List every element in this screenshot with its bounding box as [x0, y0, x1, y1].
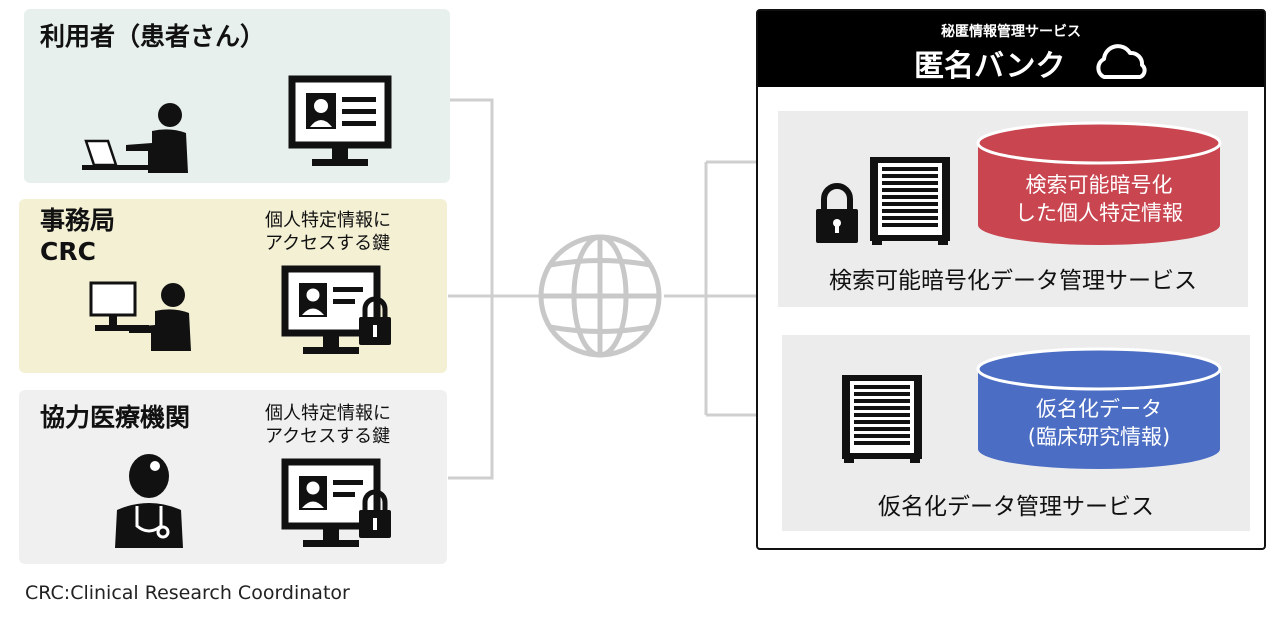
pseudo-service-label: 仮名化データ管理サービス [878, 494, 1154, 520]
monitor-profile-lock-icon [281, 265, 391, 354]
pseudo-db-line2: (臨床研究情報) [1027, 425, 1171, 449]
left-bracket-line [448, 98, 494, 480]
search-encryption-service-box: 検索可能暗号化 した個人特定情報 検索可能暗号化データ管理サービス [778, 111, 1248, 307]
pseudo-db-line1: 仮名化データ [1036, 397, 1162, 421]
database-cylinder-red [976, 121, 1222, 245]
hospital-key-line2: アクセスする鍵 [265, 426, 391, 447]
search-service-label: 検索可能暗号化データ管理サービス [829, 268, 1197, 294]
office-key-note: 個人特定情報に アクセスする鍵 [265, 209, 391, 255]
service-title: 匿名バンク [914, 49, 1066, 84]
office-panel-title: 事務局 CRC [40, 205, 115, 267]
service-header: 秘匿情報管理サービス 匿名バンク [758, 11, 1264, 87]
crc-footnote: CRC:Clinical Research Coordinator [25, 582, 350, 604]
office-key-line2: アクセスする鍵 [265, 233, 391, 254]
search-db-line2: した個人特定情報 [1015, 201, 1183, 225]
server-icon [842, 375, 922, 463]
database-cylinder-blue [976, 347, 1222, 469]
hospital-key-line1: 個人特定情報に [265, 403, 391, 424]
hospital-panel-title: 協力医療機関 [40, 403, 191, 432]
pseudonymized-service-box: 仮名化データ (臨床研究情報) 仮名化データ管理サービス [782, 335, 1250, 531]
doctor-icon [115, 454, 183, 548]
office-title-line1: 事務局 [40, 206, 116, 235]
globe-icon [538, 234, 662, 358]
service-subtitle: 秘匿情報管理サービス [941, 24, 1081, 40]
monitor-profile-lock-icon [281, 458, 391, 547]
patient-panel: 利用者（患者さん） [24, 9, 450, 183]
patient-panel-title: 利用者（患者さん） [40, 22, 266, 51]
hospital-key-note: 個人特定情報に アクセスする鍵 [265, 402, 391, 448]
laptop-user-icon [82, 103, 188, 173]
server-icon [870, 157, 950, 245]
padlock-icon [816, 183, 858, 243]
search-db-line1: 検索可能暗号化 [1025, 173, 1173, 197]
pseudo-db-text: 仮名化データ (臨床研究情報) [976, 395, 1222, 451]
hospital-panel: 協力医療機関 個人特定情報に アクセスする鍵 [19, 390, 447, 564]
search-db-text: 検索可能暗号化 した個人特定情報 [976, 171, 1222, 227]
anonymous-bank-container: 秘匿情報管理サービス 匿名バンク [756, 9, 1266, 550]
monitor-profile-icon [288, 75, 392, 166]
desktop-user-icon [89, 281, 191, 351]
cloud-icon [1096, 44, 1147, 79]
office-title-line2: CRC [40, 237, 96, 266]
office-key-line1: 個人特定情報に [265, 210, 391, 231]
office-crc-panel: 事務局 CRC 個人特定情報に アクセスする鍵 [19, 199, 447, 373]
